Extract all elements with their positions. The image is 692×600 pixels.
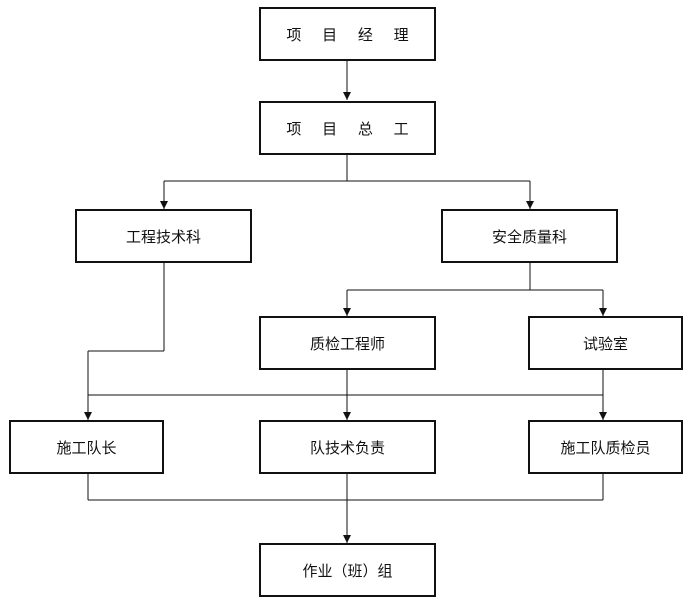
node-chief-engineer: 项 目 总 工 xyxy=(259,101,436,155)
node-team-tech-lead: 队技术负责 xyxy=(259,420,436,474)
node-engineering-dept: 工程技术科 xyxy=(75,209,252,263)
node-quality-engineer: 质检工程师 xyxy=(259,316,436,370)
node-laboratory: 试验室 xyxy=(528,316,683,370)
node-team-leader: 施工队长 xyxy=(9,420,164,474)
node-team-quality-inspector: 施工队质检员 xyxy=(528,420,683,474)
node-safety-quality-dept: 安全质量科 xyxy=(441,209,618,263)
node-work-crew: 作业（班）组 xyxy=(259,543,436,597)
node-project-manager: 项 目 经 理 xyxy=(259,7,436,61)
